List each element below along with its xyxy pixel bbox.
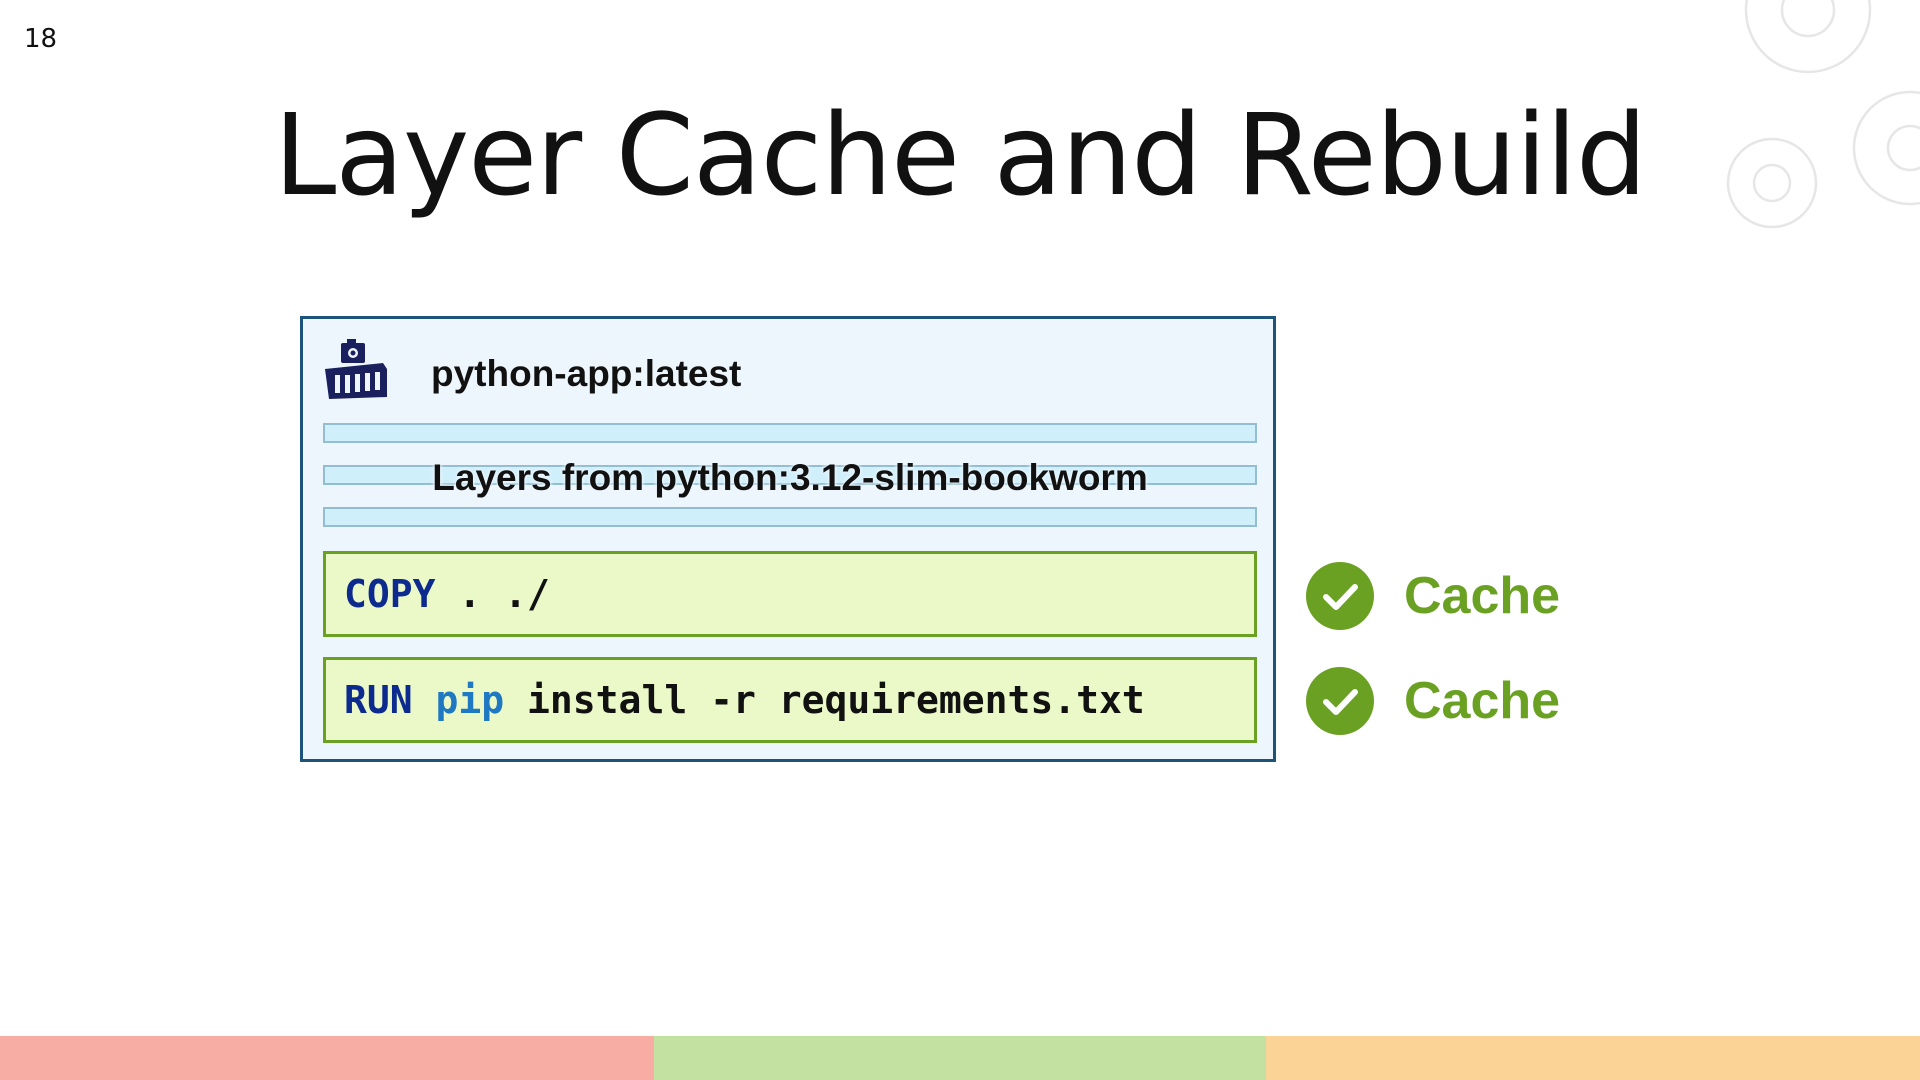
- check-circle-icon: [1306, 562, 1374, 630]
- image-name: python-app:latest: [431, 353, 742, 394]
- copy-layer: COPY . ./: [323, 551, 1257, 637]
- copy-keyword: COPY: [344, 572, 436, 616]
- footer-bar-red: [0, 1036, 654, 1080]
- slide-title: Layer Cache and Rebuild: [273, 91, 1647, 221]
- base-layers-label: Layers from python:3.12-slim-bookworm: [432, 457, 1148, 498]
- cache-label: Cache: [1404, 567, 1561, 625]
- footer-bar-orange: [1266, 1036, 1920, 1080]
- image-box: python-app:latest Layers from python:3.1…: [300, 316, 1276, 762]
- page-number: 18: [24, 24, 58, 54]
- footer-bar-green: [654, 1036, 1266, 1080]
- base-layer: [323, 423, 1257, 443]
- gears-decoration-icon: [1726, 0, 1920, 229]
- base-layer: [323, 465, 1257, 485]
- copy-args: . ./: [435, 572, 550, 616]
- run-args: install -r requirements.txt: [504, 678, 1145, 722]
- container-ship-icon: [325, 339, 387, 399]
- check-circle-icon: [1306, 667, 1374, 735]
- base-layer: [323, 507, 1257, 527]
- run-space: [413, 678, 436, 722]
- run-keyword: RUN: [344, 678, 413, 722]
- cache-label: Cache: [1404, 672, 1561, 730]
- pip-command: pip: [435, 678, 505, 722]
- run-layer: RUN pip install -r requirements.txt: [323, 657, 1257, 743]
- run-cache-status: Cache: [1306, 666, 1560, 736]
- copy-cache-status: Cache: [1306, 561, 1560, 631]
